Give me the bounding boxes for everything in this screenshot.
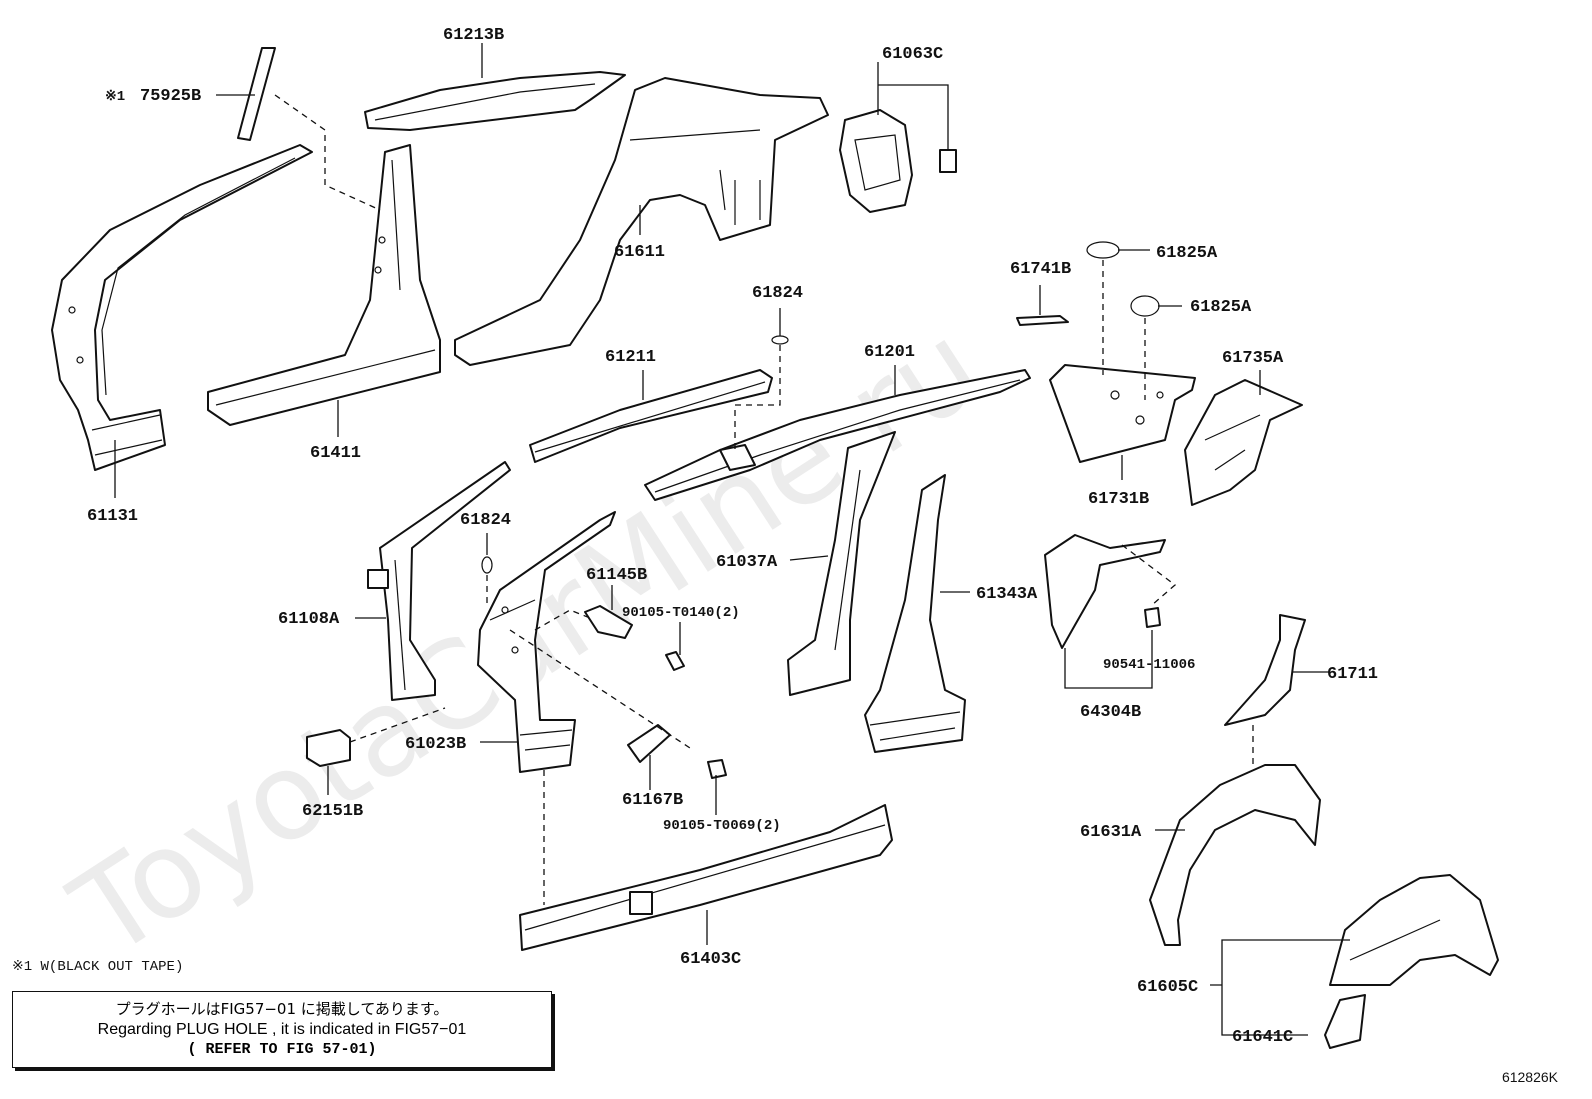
part-62151B-shape xyxy=(306,729,351,767)
part-64304B-shape xyxy=(1044,534,1166,649)
label-61605C: 61605C xyxy=(1137,978,1198,997)
label-75925B: 75925B xyxy=(140,87,201,106)
label-61711: 61711 xyxy=(1327,665,1378,684)
label-61824-upper: 61824 xyxy=(752,284,803,303)
part-61211-shape xyxy=(529,369,773,463)
part-labels: 61213B ※1 75925B 61063C 61611 61411 6113… xyxy=(87,26,1378,1047)
label-61731B: 61731B xyxy=(1088,490,1149,509)
label-61023B: 61023B xyxy=(405,735,466,754)
label-61201: 61201 xyxy=(864,343,915,362)
part-61411-shape xyxy=(207,144,441,426)
label-62151B: 62151B xyxy=(302,802,363,821)
part-61641C-shape xyxy=(1324,994,1366,1049)
label-75925B-mark: ※1 xyxy=(105,89,125,105)
label-61735A: 61735A xyxy=(1222,349,1284,368)
label-61631A: 61631A xyxy=(1080,823,1142,842)
label-61211: 61211 xyxy=(605,348,656,367)
figure-code: 612826K xyxy=(1501,1069,1558,1085)
part-61824a-shape xyxy=(771,335,789,345)
bolt-90105-T0069-shape xyxy=(707,759,727,779)
part-61343A-shape xyxy=(864,474,966,753)
label-64304B: 64304B xyxy=(1080,703,1141,722)
part-61167B-shape xyxy=(627,724,671,763)
part-61201-shape xyxy=(644,369,1031,501)
tape-note: ※1 W(BLACK OUT TAPE) xyxy=(12,959,184,975)
label-61403C: 61403C xyxy=(680,950,741,969)
label-61108A: 61108A xyxy=(278,610,340,629)
label-61741B: 61741B xyxy=(1010,260,1071,279)
part-61611-shape xyxy=(454,77,829,366)
part-61023B-shape xyxy=(477,511,616,773)
part-61825A-2-shape xyxy=(1130,295,1160,317)
plug-hole-note-en: Regarding PLUG HOLE , it is indicated in… xyxy=(97,1021,467,1038)
label-61145B: 61145B xyxy=(586,566,647,585)
part-61735A-shape xyxy=(1184,379,1303,506)
refer-to-fig-note: ( REFER TO FIG 57-01) xyxy=(187,1041,377,1058)
part-61825A-1-shape xyxy=(1086,241,1120,259)
part-61131-shape xyxy=(51,144,313,471)
plug-hole-note-jp: プラグホールはFIG57−01 に掲載してあります。 xyxy=(115,1000,449,1018)
label-61167B: 61167B xyxy=(622,791,683,810)
part-61711-shape xyxy=(1224,614,1306,726)
part-61145B-shape xyxy=(584,605,633,639)
label-61063C: 61063C xyxy=(882,45,943,64)
part-61037A-shape xyxy=(787,431,896,696)
label-61213B: 61213B xyxy=(443,26,504,45)
label-61611: 61611 xyxy=(614,243,665,262)
part-61403C-shape xyxy=(519,804,893,951)
label-61825A-upper: 61825A xyxy=(1156,244,1218,263)
label-90105-T0140: 90105-T0140(2) xyxy=(622,605,740,621)
part-61605C-shape xyxy=(1329,874,1499,986)
leader-lines xyxy=(114,43,1350,1036)
label-90105-T0069: 90105-T0069(2) xyxy=(663,818,781,834)
label-61131: 61131 xyxy=(87,507,138,526)
part-61741B-shape xyxy=(1016,315,1069,326)
part-61824b-shape xyxy=(481,556,493,574)
part-61213B-shape xyxy=(364,71,626,131)
label-90541-11006: 90541-11006 xyxy=(1103,657,1195,673)
label-61824-lower: 61824 xyxy=(460,511,511,530)
label-61037A: 61037A xyxy=(716,553,778,572)
bolt-90105-T0140-shape xyxy=(665,651,685,671)
label-61641C: 61641C xyxy=(1232,1028,1293,1047)
part-61108A-shape xyxy=(367,461,511,701)
plug-hole-note-box: プラグホールはFIG57−01 に掲載してあります。 Regarding PLU… xyxy=(12,991,552,1068)
part-61731B-shape xyxy=(1049,364,1196,463)
label-61411: 61411 xyxy=(310,444,361,463)
part-61063C-shape xyxy=(839,109,957,213)
part-75925B-shape xyxy=(237,47,276,141)
label-61343A: 61343A xyxy=(976,585,1038,604)
part-61631A-shape xyxy=(1149,764,1321,946)
label-61825A-lower: 61825A xyxy=(1190,298,1252,317)
